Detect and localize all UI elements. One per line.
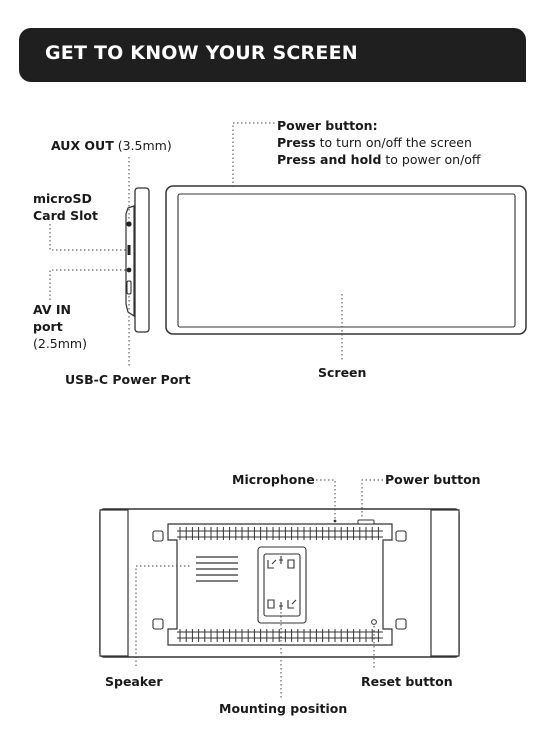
mounting-position-label: Mounting position (219, 701, 348, 716)
leader-microphone (316, 479, 336, 519)
av-in-port (126, 267, 132, 273)
power-button-label: Power button: Press to turn on/off the s… (277, 118, 481, 167)
leader-lines-front (49, 122, 343, 368)
leader-microsd (49, 224, 126, 251)
leader-lines-back (135, 479, 383, 698)
device-side-view (125, 187, 150, 333)
device-front-view (165, 185, 527, 335)
back-power-button-label: Power button (385, 472, 481, 487)
microsd-slot (127, 245, 131, 255)
leader-speaker (135, 565, 192, 666)
screen-label: Screen (318, 365, 367, 380)
screen-area (177, 193, 516, 328)
reset-button-label: Reset button (361, 674, 453, 689)
usbc-port (126, 280, 132, 295)
leader-av-in (49, 269, 126, 300)
device-back-view (99, 508, 460, 658)
usbc-label: USB-C Power Port (65, 372, 191, 387)
leader-power (232, 122, 276, 187)
aux-out-port (126, 221, 132, 227)
microphone-label: Microphone (232, 472, 315, 487)
reset-pinhole (371, 619, 377, 625)
back-power-button (357, 519, 375, 525)
aux-out-label: AUX OUT (3.5mm) (51, 138, 172, 153)
speaker-grille (196, 556, 238, 582)
microsd-label: microSD Card Slot (33, 191, 98, 223)
section-title: GET TO KNOW YOUR SCREEN (45, 42, 358, 64)
leader-power-back (361, 479, 383, 518)
av-in-label: AV IN port (2.5mm) (33, 302, 87, 351)
mounting-plate (257, 546, 307, 624)
microphone-hole (333, 519, 337, 523)
section-header: GET TO KNOW YOUR SCREEN (19, 28, 526, 82)
speaker-label: Speaker (105, 674, 163, 689)
